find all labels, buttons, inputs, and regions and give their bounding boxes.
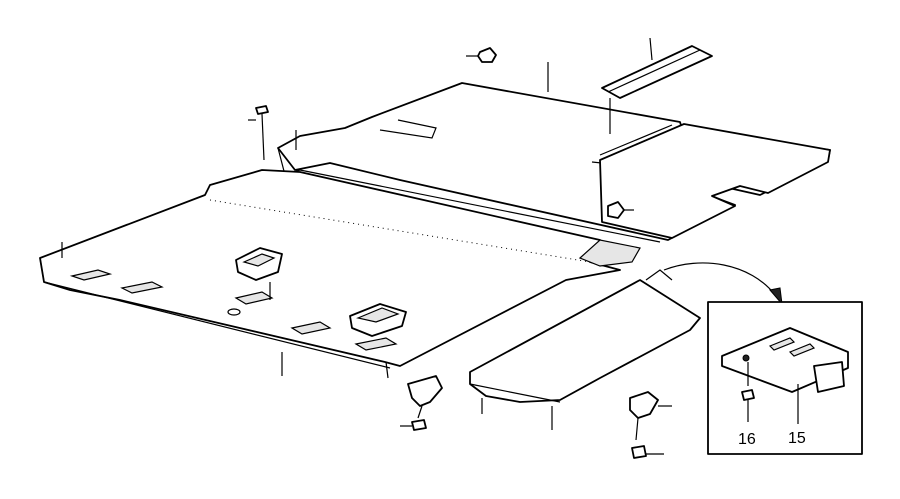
- hinge-bracket-right: [629, 391, 672, 459]
- main-floor-panel: [39, 169, 621, 369]
- detail-arrow: [663, 262, 783, 306]
- hinge-bracket-left: [400, 375, 443, 431]
- handle-right: [349, 303, 407, 337]
- nut-right: [607, 201, 634, 219]
- callout-15: 15: [788, 430, 806, 447]
- carpet-corner-detail: [578, 239, 641, 267]
- nut-top: [466, 47, 497, 63]
- hinged-flap-panel: [469, 269, 701, 403]
- detail-inset: [707, 301, 863, 455]
- callout-16: 16: [738, 431, 756, 448]
- top-rail-bracket: [601, 37, 713, 99]
- upper-panel-extension: [599, 123, 831, 239]
- handle-left: [235, 247, 283, 281]
- leader-lines: [61, 62, 611, 430]
- screw-left: [248, 105, 269, 161]
